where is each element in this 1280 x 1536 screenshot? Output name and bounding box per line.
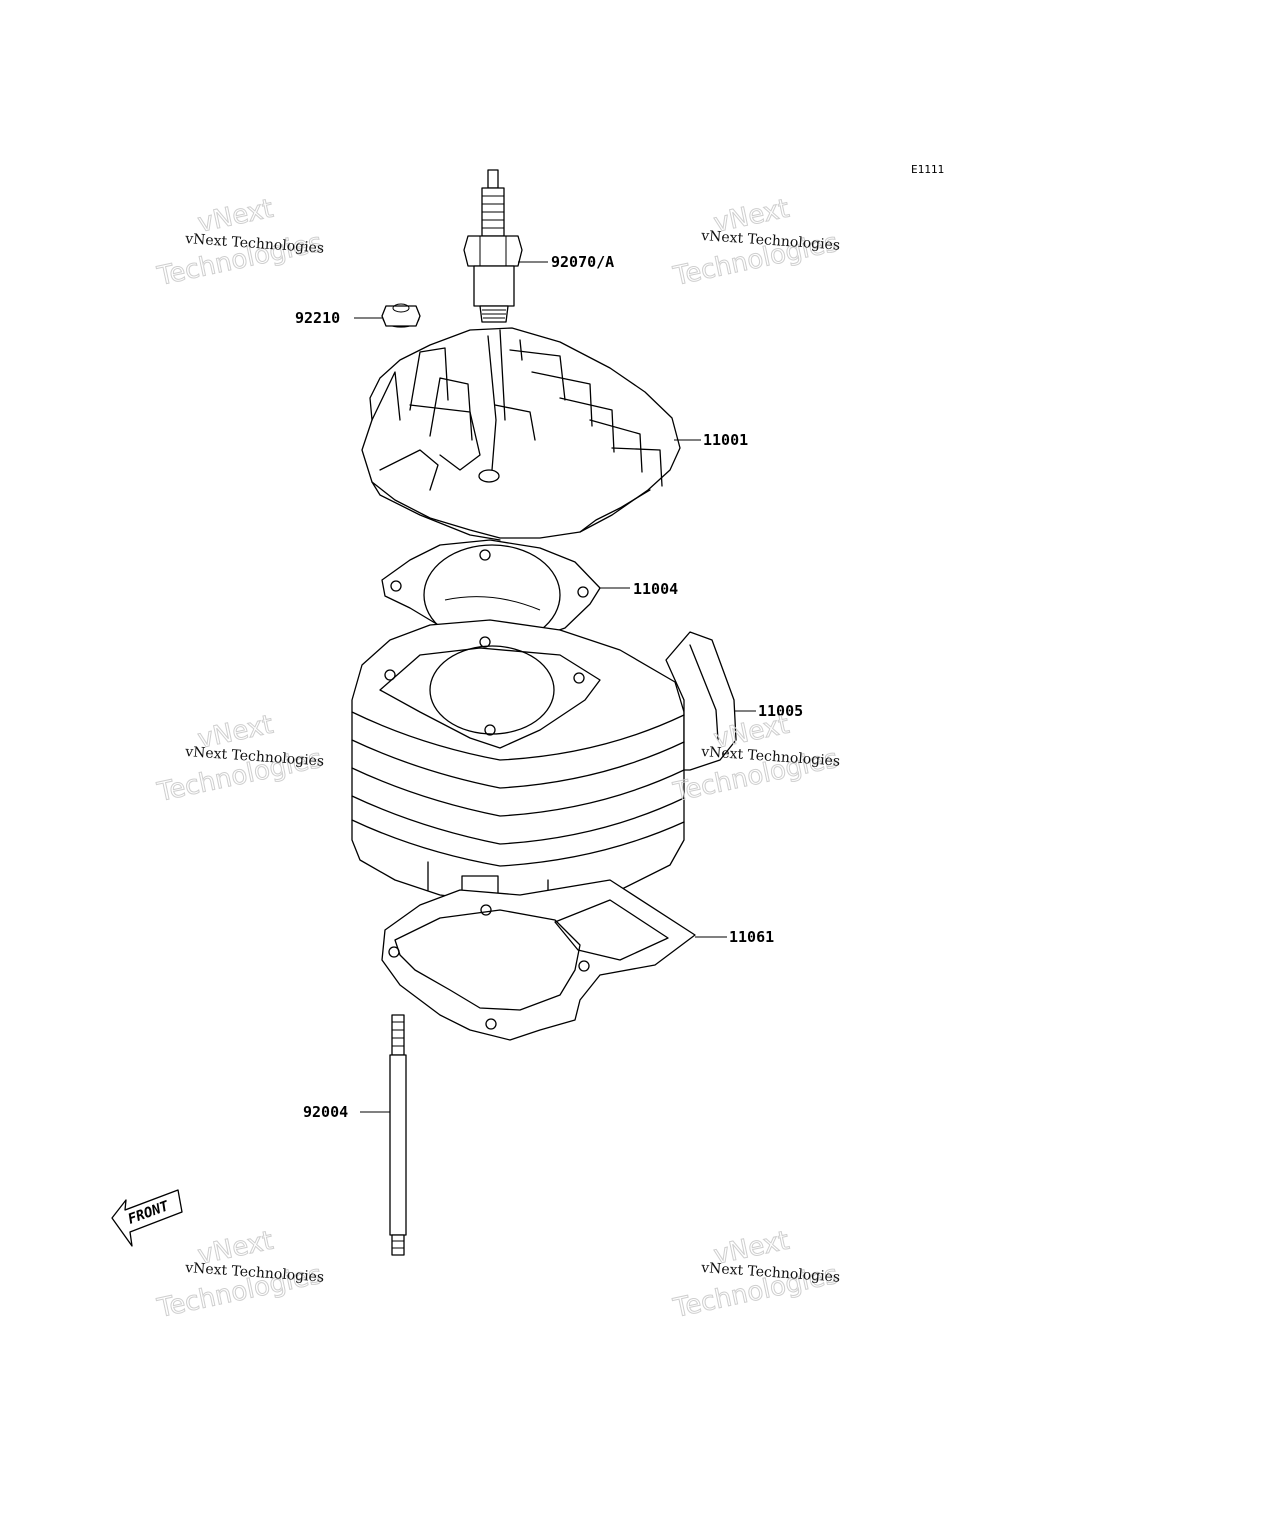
spark-plug-drawing <box>463 169 523 323</box>
watermark-top-right: vNext Technologies vNext Technologies <box>670 193 842 292</box>
base-gasket-drawing <box>381 879 696 1041</box>
part-number-92070a: 92070/A <box>551 253 614 271</box>
part-number-11005: 11005 <box>758 702 803 720</box>
nut-drawing <box>381 303 421 328</box>
front-arrow-icon: FRONT <box>111 1189 183 1247</box>
watermark-top-left: vNext Technologies vNext Technologies <box>154 193 326 292</box>
part-number-92004: 92004 <box>303 1103 348 1121</box>
diagram-code: E1111 <box>911 163 944 176</box>
watermark-bottom-left: vNext Technologies vNext Technologies <box>154 1225 326 1324</box>
watermark-bottom-right: vNext Technologies vNext Technologies <box>670 1225 842 1324</box>
part-number-11004: 11004 <box>633 580 678 598</box>
cylinder-drawing <box>351 619 737 911</box>
stud-drawing <box>389 1014 407 1256</box>
leader-lines <box>354 261 756 1113</box>
watermark-mid-left: vNext Technologies vNext Technologies <box>154 709 326 808</box>
part-number-11061: 11061 <box>729 928 774 946</box>
part-number-11001: 11001 <box>703 431 748 449</box>
part-number-92210: 92210 <box>295 309 340 327</box>
cylinder-head-drawing <box>361 327 681 541</box>
